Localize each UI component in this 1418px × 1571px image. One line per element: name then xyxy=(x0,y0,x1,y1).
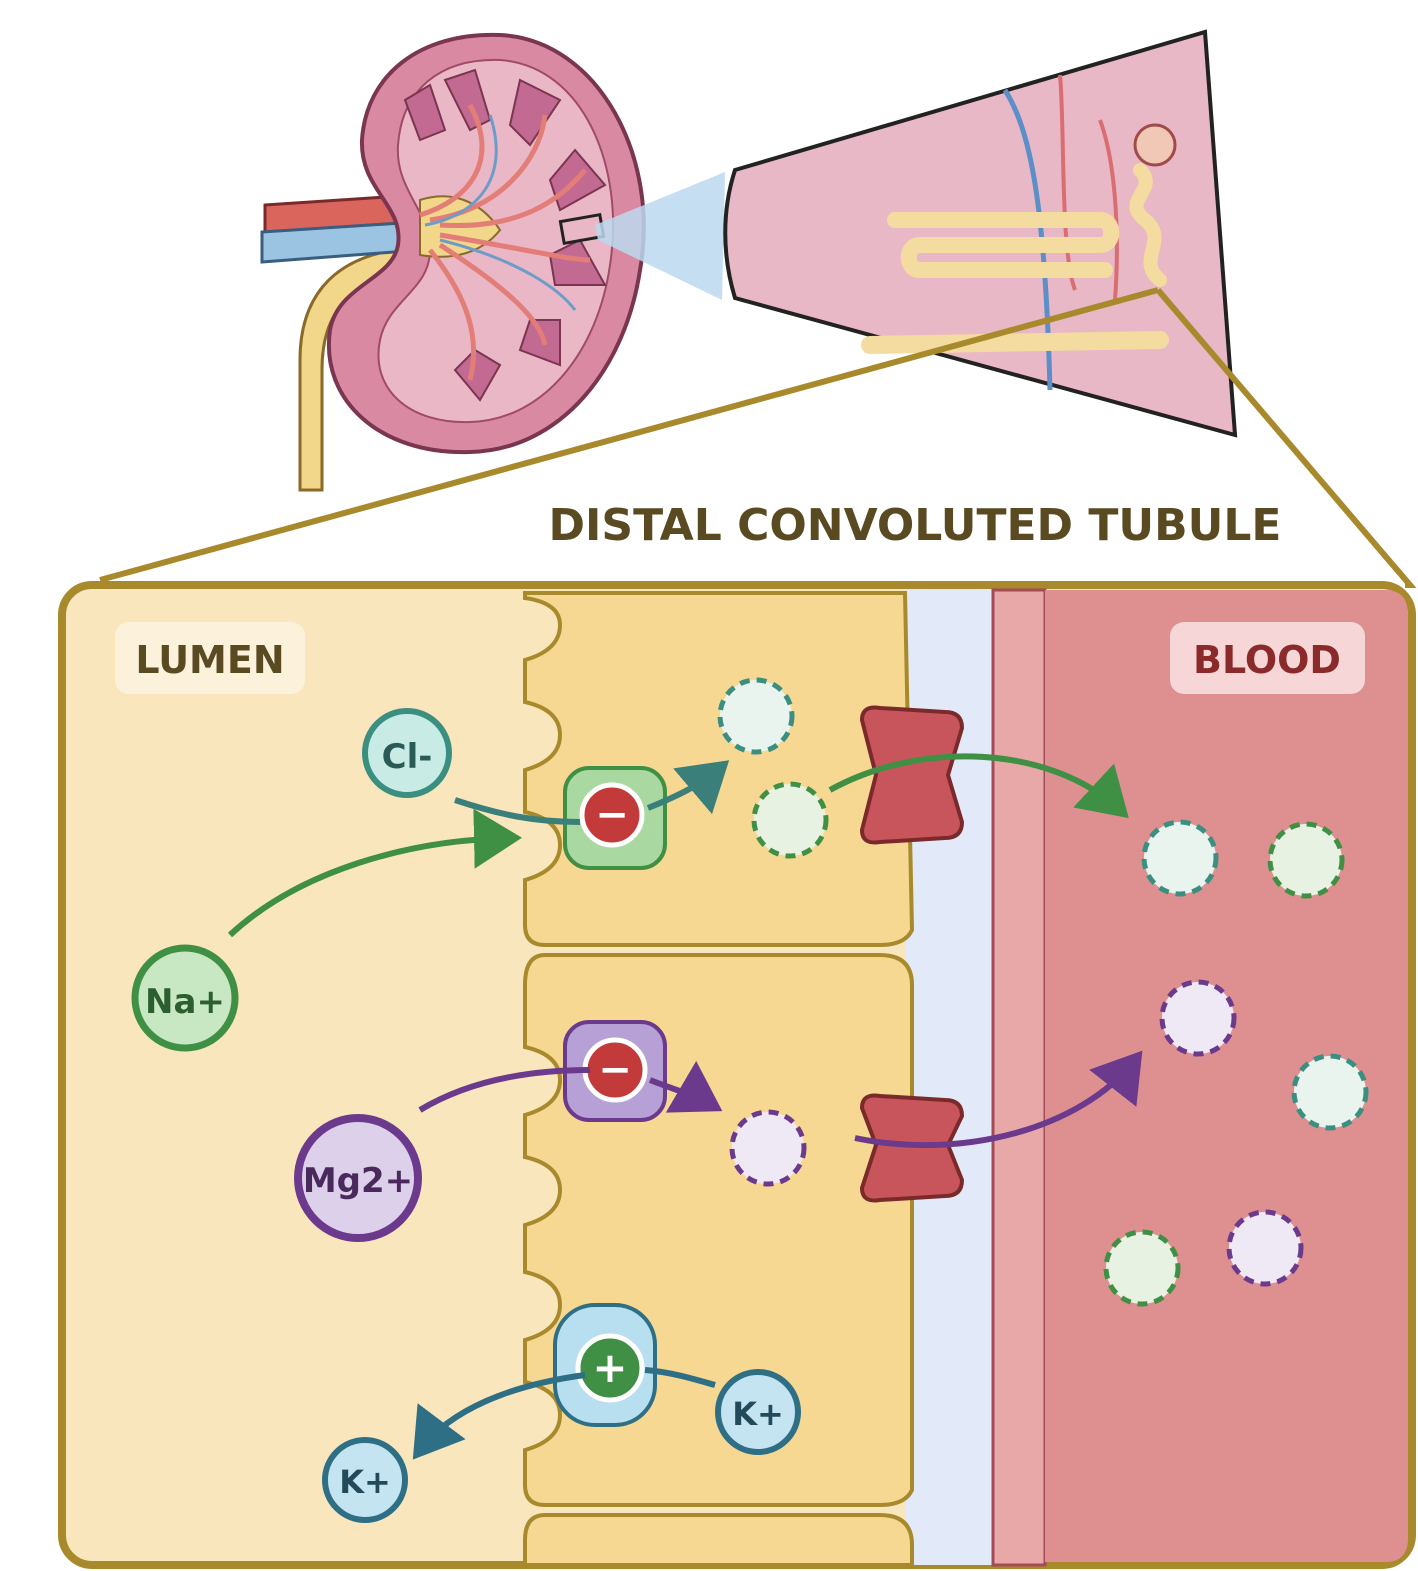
magnesium-ion-blood-placeholder-2 xyxy=(1229,1212,1301,1284)
nacl-cotransporter-symbol: − xyxy=(595,792,629,838)
blood-label: BLOOD xyxy=(1193,638,1341,682)
nephron-wedge-icon xyxy=(725,32,1235,435)
potassium-ion-lumen-side-label: K+ xyxy=(339,1463,391,1501)
potassium-channel-symbol: + xyxy=(592,1343,627,1392)
sodium-ion-blood-placeholder xyxy=(1270,824,1342,896)
potassium-ion-cell-side: K+ xyxy=(718,1372,798,1452)
potassium-ion-lumen-side: K+ xyxy=(325,1440,405,1520)
sodium-ion-blood-placeholder-2 xyxy=(1106,1232,1178,1304)
basolateral-channel-upper xyxy=(862,708,962,843)
sodium-ion-label: Na+ xyxy=(145,982,225,1022)
chloride-ion-label: Cl- xyxy=(382,737,433,777)
basolateral-channel-lower xyxy=(862,1096,962,1201)
tubule-panel: LUMEN BLOOD − − + xyxy=(62,585,1412,1565)
chloride-ion-blood-placeholder xyxy=(1144,822,1216,894)
sodium-ion-placeholder xyxy=(754,784,826,856)
magnesium-ion-label: Mg2+ xyxy=(303,1161,413,1201)
chloride-ion: Cl- xyxy=(365,711,449,795)
magnesium-ion-placeholder xyxy=(732,1112,804,1184)
diagram-title: DISTAL CONVOLUTED TUBULE xyxy=(548,500,1281,551)
chloride-ion-blood-placeholder-2 xyxy=(1294,1056,1366,1128)
sodium-ion: Na+ xyxy=(135,948,235,1048)
potassium-channel: + xyxy=(555,1305,655,1425)
magnesium-ion-blood-placeholder xyxy=(1162,982,1234,1054)
magnesium-ion: Mg2+ xyxy=(298,1118,418,1238)
nacl-cotransporter: − xyxy=(565,768,665,868)
magnesium-channel-symbol: − xyxy=(598,1047,632,1093)
lumen-label: LUMEN xyxy=(135,638,284,682)
chloride-ion-placeholder xyxy=(720,680,792,752)
kidney-cross-section-icon xyxy=(262,35,644,490)
potassium-ion-cell-side-label: K+ xyxy=(732,1395,784,1433)
